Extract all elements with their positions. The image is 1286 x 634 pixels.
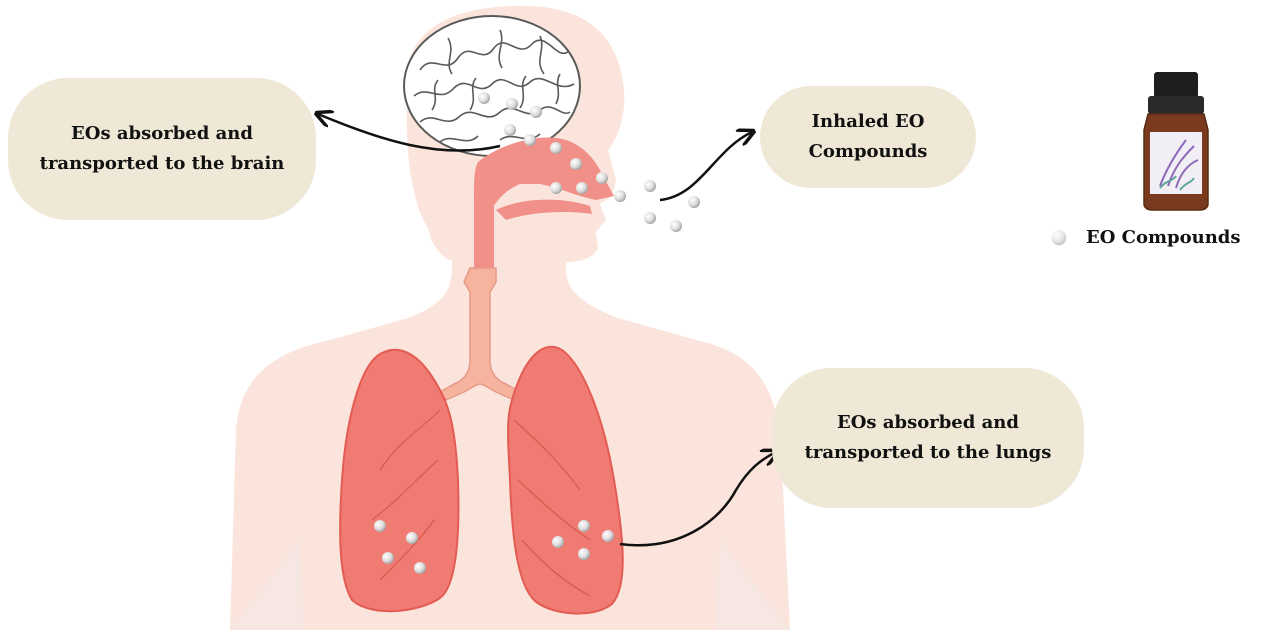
eo-particle (602, 530, 614, 542)
eo-particle (406, 532, 418, 544)
inhaled-label-line-2: Compounds (809, 137, 928, 167)
eo-particle (374, 520, 386, 532)
eo-particle (524, 134, 536, 146)
arrow-to-inhaled-label (660, 132, 752, 200)
eo-particle (576, 182, 588, 194)
eo-particle (614, 190, 626, 202)
eo-particle (552, 536, 564, 548)
eo-particle (688, 196, 700, 208)
brain (404, 16, 580, 156)
eo-particle (670, 220, 682, 232)
eo-particle (550, 142, 562, 154)
eo-particle (504, 124, 516, 136)
inhaled-compounds-label: Inhaled EO Compounds (760, 86, 976, 188)
eo-particle (644, 180, 656, 192)
legend-label: EO Compounds (1086, 227, 1241, 248)
brain-absorption-label: EOs absorbed and transported to the brai… (8, 78, 316, 220)
lungs-label-line-2: transported to the lungs (805, 438, 1052, 468)
eo-particle (644, 212, 656, 224)
eo-particle (550, 182, 562, 194)
eo-particle (530, 106, 542, 118)
legend: EO Compounds (1052, 222, 1241, 252)
eo-particle (596, 172, 608, 184)
eo-particle (578, 520, 590, 532)
eo-particle (414, 562, 426, 574)
eo-compound-particle-icon (1052, 230, 1066, 244)
brain-label-line-2: transported to the brain (40, 149, 285, 179)
eo-particle (506, 98, 518, 110)
lung-absorption-label: EOs absorbed and transported to the lung… (772, 368, 1084, 508)
essential-oil-bottle (1144, 72, 1208, 210)
bottle-cap (1154, 72, 1198, 98)
eo-particle (478, 92, 490, 104)
bottle-neck (1148, 96, 1204, 114)
lungs-label-line-1: EOs absorbed and (805, 408, 1052, 438)
eo-particle (578, 548, 590, 560)
brain-label-line-1: EOs absorbed and (40, 119, 285, 149)
eo-particle (570, 158, 582, 170)
inhaled-label-line-1: Inhaled EO (809, 107, 928, 137)
eo-particle (382, 552, 394, 564)
